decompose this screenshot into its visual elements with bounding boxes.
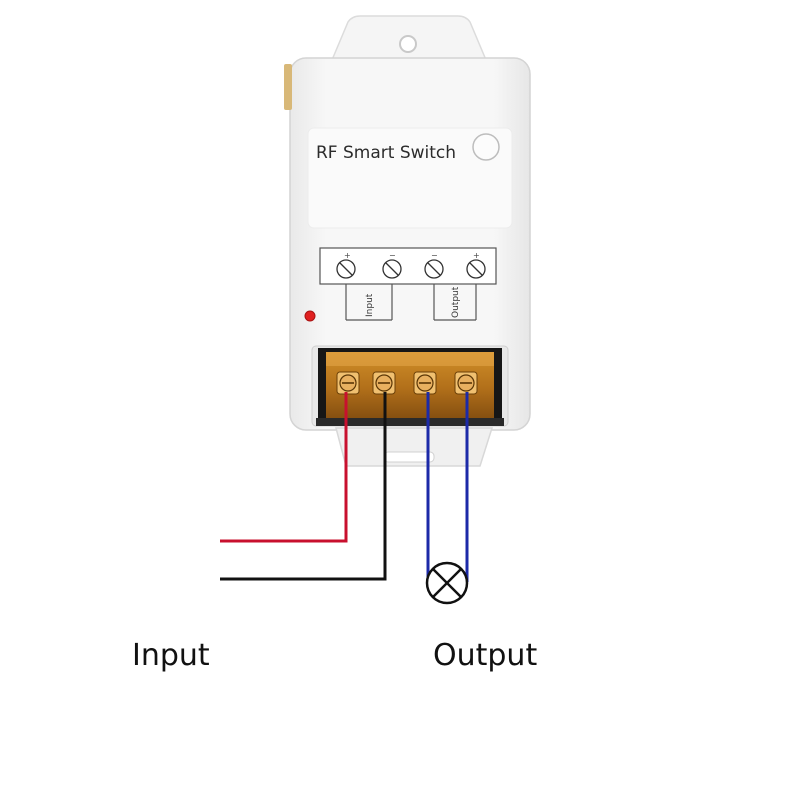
live-wire (220, 392, 348, 543)
polarity-mark: − (431, 251, 438, 260)
terminal-screw (336, 371, 360, 395)
screw-terminal-icon (336, 259, 356, 279)
screw-terminal-icon (424, 259, 444, 279)
terminal-screw (372, 371, 396, 395)
terminal-label-output: Output (451, 286, 461, 318)
terminal-block (311, 345, 509, 427)
screw-terminal-icon (382, 259, 402, 279)
terminal-diagram: + − − + Input Output (319, 247, 497, 321)
polarity-mark: − (389, 251, 396, 260)
lamp-icon (425, 561, 469, 605)
screw-terminal-icon (466, 259, 486, 279)
terminal-screw (413, 371, 437, 395)
side-antenna-clip (284, 64, 292, 110)
neutral-wire (220, 392, 387, 581)
polarity-mark: + (473, 251, 480, 260)
terminal-label-input: Input (365, 293, 375, 317)
indicator-led-icon (304, 310, 316, 322)
polarity-mark: + (344, 251, 351, 260)
mounting-hole-icon (399, 35, 417, 53)
switch-housing (284, 57, 531, 467)
terminal-screw (454, 371, 478, 395)
pairing-button-icon[interactable] (472, 133, 500, 161)
output-caption: Output (433, 638, 538, 673)
input-caption: Input (132, 638, 210, 673)
mounting-tab-top (330, 15, 488, 61)
device-title: RF Smart Switch (316, 143, 456, 163)
